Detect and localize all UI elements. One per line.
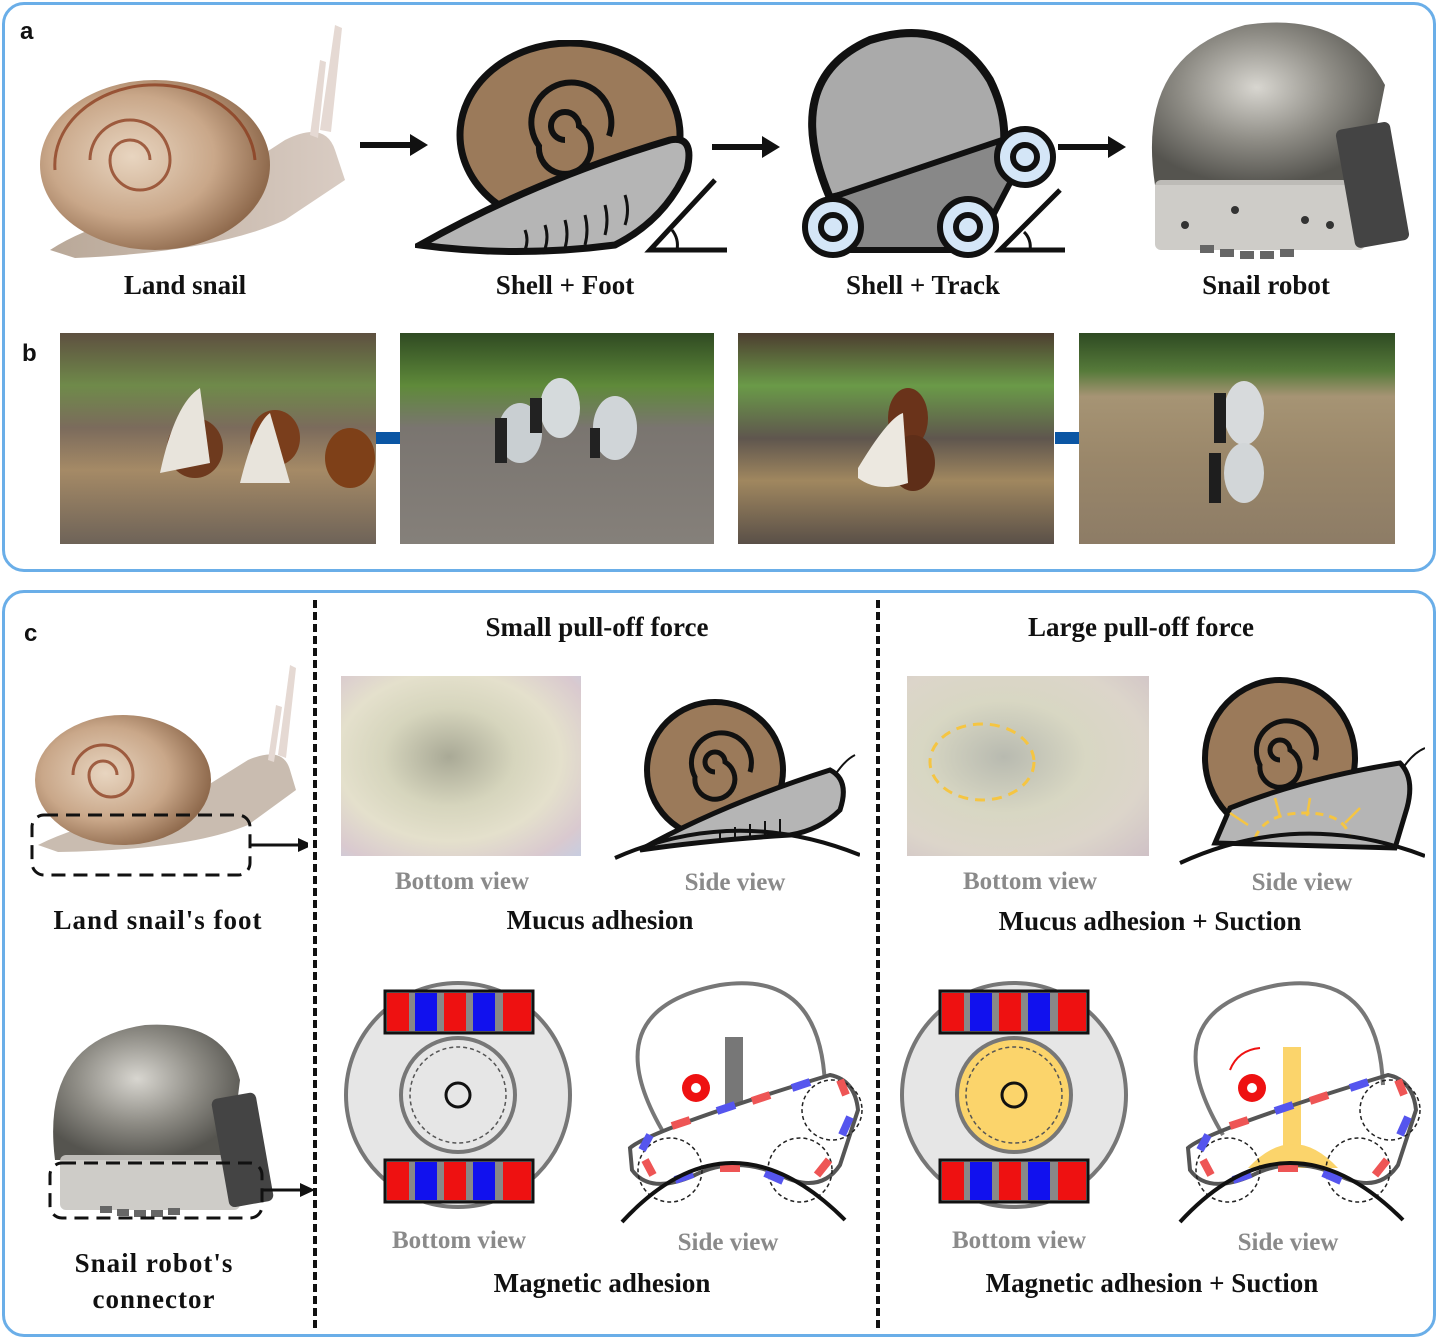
mechanism-mucus-adhesion: Mucus adhesion <box>506 905 694 935</box>
snail-foot-bottom-photo-large <box>907 676 1149 856</box>
snail-robot-render <box>1151 22 1410 259</box>
land-snail-foot-label: Land snail's foot <box>53 905 263 935</box>
mechanism-magnetic-suction: Magnetic adhesion + Suction <box>985 1268 1319 1298</box>
column-divider <box>876 600 880 1328</box>
label-side-view: Side view <box>1251 869 1353 896</box>
label-bottom-view: Bottom view <box>952 1227 1086 1254</box>
panel-b-letter: b <box>22 340 37 367</box>
land-snail-foot-illustration <box>30 665 308 877</box>
right-arrow-icon <box>1058 136 1126 158</box>
step-label-snail-robot: Snail robot <box>1202 270 1330 300</box>
label-side-view: Side view <box>684 869 786 896</box>
snail-foot-bottom-photo-small <box>341 676 581 856</box>
panel-a-letter: a <box>20 18 34 45</box>
photo-robots-group <box>400 333 714 544</box>
step-label-shell-track: Shell + Track <box>846 270 1000 300</box>
mechanism-magnetic-adhesion: Magnetic adhesion <box>493 1268 711 1298</box>
step-label-shell-foot: Shell + Foot <box>495 270 635 300</box>
mechanism-mucus-suction: Mucus adhesion + Suction <box>998 906 1302 936</box>
robot-connector-label-line1: Snail robot's <box>74 1248 234 1278</box>
snail-robot-connector-render <box>48 1024 315 1220</box>
label-side-view: Side view <box>1237 1229 1339 1256</box>
robot-connector-label-line2: connector <box>92 1284 216 1314</box>
pair-connector <box>376 432 400 444</box>
photo-robots-stacked <box>1079 333 1395 544</box>
column-title-large-force: Large pull-off force <box>1028 612 1254 642</box>
magnet-suction-side-view <box>1178 981 1421 1224</box>
label-bottom-view: Bottom view <box>395 868 529 895</box>
photo-snails-group <box>60 333 376 544</box>
snail-side-view-suction <box>1179 677 1425 865</box>
shell-foot-schematic <box>415 40 727 255</box>
label-bottom-view: Bottom view <box>392 1227 526 1254</box>
snail-side-view-mucus <box>614 699 860 860</box>
magnet-suction-bottom-view <box>900 981 1128 1209</box>
step-label-land-snail: Land snail <box>123 270 247 300</box>
photo-snails-stacked <box>738 333 1054 544</box>
right-arrow-icon <box>712 136 780 158</box>
label-bottom-view: Bottom view <box>963 868 1097 895</box>
column-title-small-force: Small pull-off force <box>485 612 709 642</box>
column-divider <box>313 600 317 1328</box>
panel-c-letter: c <box>24 620 38 647</box>
magnet-bottom-view <box>344 981 572 1209</box>
pair-connector <box>1055 432 1079 444</box>
land-snail-illustration <box>40 25 345 258</box>
magnet-side-view <box>620 981 863 1224</box>
shell-track-schematic <box>802 29 1065 258</box>
right-arrow-icon <box>360 134 428 156</box>
label-side-view: Side view <box>677 1229 779 1256</box>
